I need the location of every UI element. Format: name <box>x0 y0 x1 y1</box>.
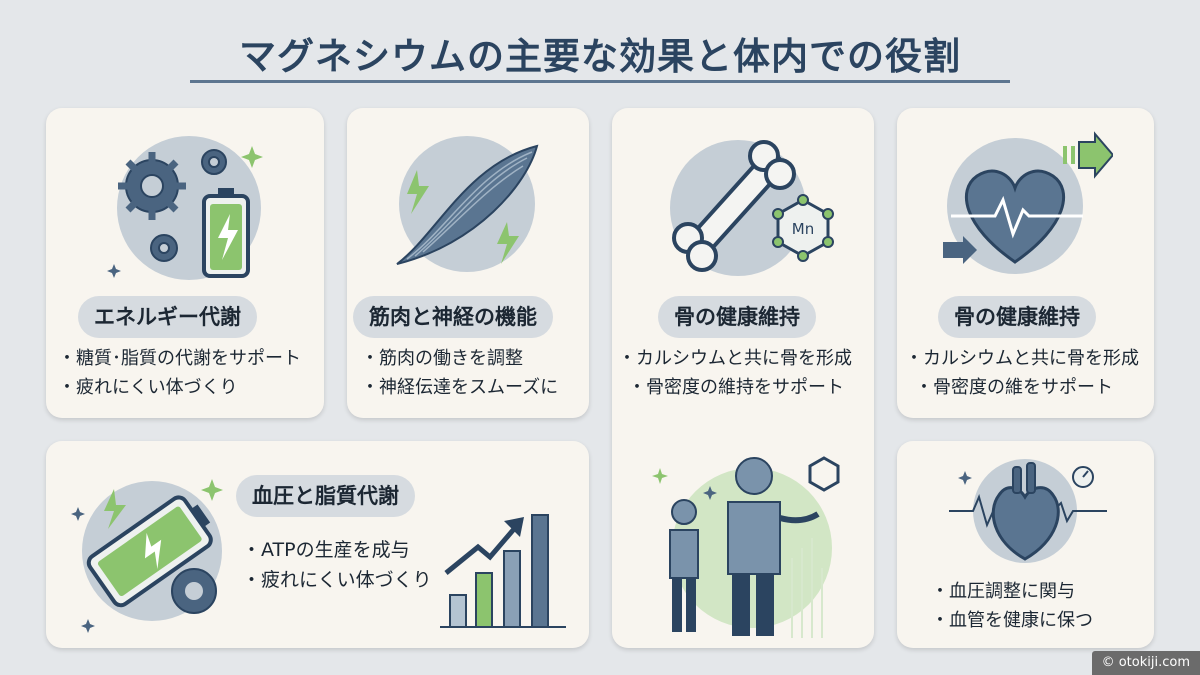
list-item: ATPの生産を成与 <box>242 535 432 565</box>
card-muscle-nerve: 筋肉と神経の機能 筋肉の働きを調整 神経伝達をスムーズに <box>347 108 589 418</box>
anatomical-heart-icon <box>947 451 1117 571</box>
list-item: 糖質･脂質の代謝をサポート <box>58 344 301 373</box>
bullet-list: ATPの生産を成与 疲れにくい体づくり <box>242 535 432 595</box>
list-item: 筋肉の働きを調整 <box>361 344 558 373</box>
card-blood-pressure-lipid: 血圧と脂質代謝 ATPの生産を成与 疲れにくい体づくり <box>46 441 589 648</box>
card-heading: 血圧と脂質代謝 <box>236 475 415 517</box>
list-item: 骨密度の維持をサポート <box>618 373 852 402</box>
card-heading: 骨の健康維持 <box>938 296 1096 338</box>
hex-label: Mn <box>792 220 814 238</box>
bullet-list: 糖質･脂質の代謝をサポート 疲れにくい体づくり <box>58 344 301 402</box>
list-item: 血管を健康に保つ <box>931 606 1093 635</box>
list-item: 骨密度の維をサポート <box>905 373 1139 402</box>
people-icon <box>642 438 852 638</box>
bullet-list: 血圧調整に関与 血管を健康に保つ <box>931 577 1093 635</box>
list-item: 疲れにくい体づくり <box>58 373 301 402</box>
card-energy: エネルギー代謝 糖質･脂質の代謝をサポート 疲れにくい体づくり <box>46 108 324 418</box>
list-item: 血圧調整に関与 <box>931 577 1093 606</box>
card-bone-health-tall: Mn 骨の健康維持 カルシウムと共に骨を形成 骨密度の維持をサポート <box>612 108 874 648</box>
list-item: カルシウムと共に骨を形成 <box>618 344 852 373</box>
card-heading: 筋肉と神経の機能 <box>353 296 553 338</box>
muscle-icon <box>387 124 557 284</box>
watermark: © otokiji.com <box>1091 651 1200 675</box>
bone-molecule-icon: Mn <box>658 128 838 288</box>
card-bone-health-right: 骨の健康維持 カルシウムと共に骨を形成 骨密度の維をサポート <box>897 108 1154 418</box>
list-item: 神経伝達をスムーズに <box>361 373 558 402</box>
bar-chart-arrow-icon <box>438 507 568 632</box>
bullet-list: カルシウムと共に骨を形成 骨密度の維持をサポート <box>618 344 852 402</box>
card-heading: 骨の健康維持 <box>658 296 816 338</box>
card-heading: エネルギー代謝 <box>78 296 257 338</box>
bullet-list: 筋肉の働きを調整 神経伝達をスムーズに <box>361 344 558 402</box>
list-item: カルシウムと共に骨を形成 <box>905 344 1139 373</box>
gears-battery-icon <box>104 126 274 286</box>
title-underline <box>190 80 1010 83</box>
page-title: マグネシウムの主要な効果と体内での役割 <box>239 35 961 78</box>
battery-gear-icon <box>64 459 244 639</box>
bullet-list: カルシウムと共に骨を形成 骨密度の維をサポート <box>905 344 1139 402</box>
heart-pulse-icon <box>943 126 1113 286</box>
list-item: 疲れにくい体づくり <box>242 565 432 595</box>
card-blood-pressure: 血圧調整に関与 血管を健康に保つ <box>897 441 1154 648</box>
